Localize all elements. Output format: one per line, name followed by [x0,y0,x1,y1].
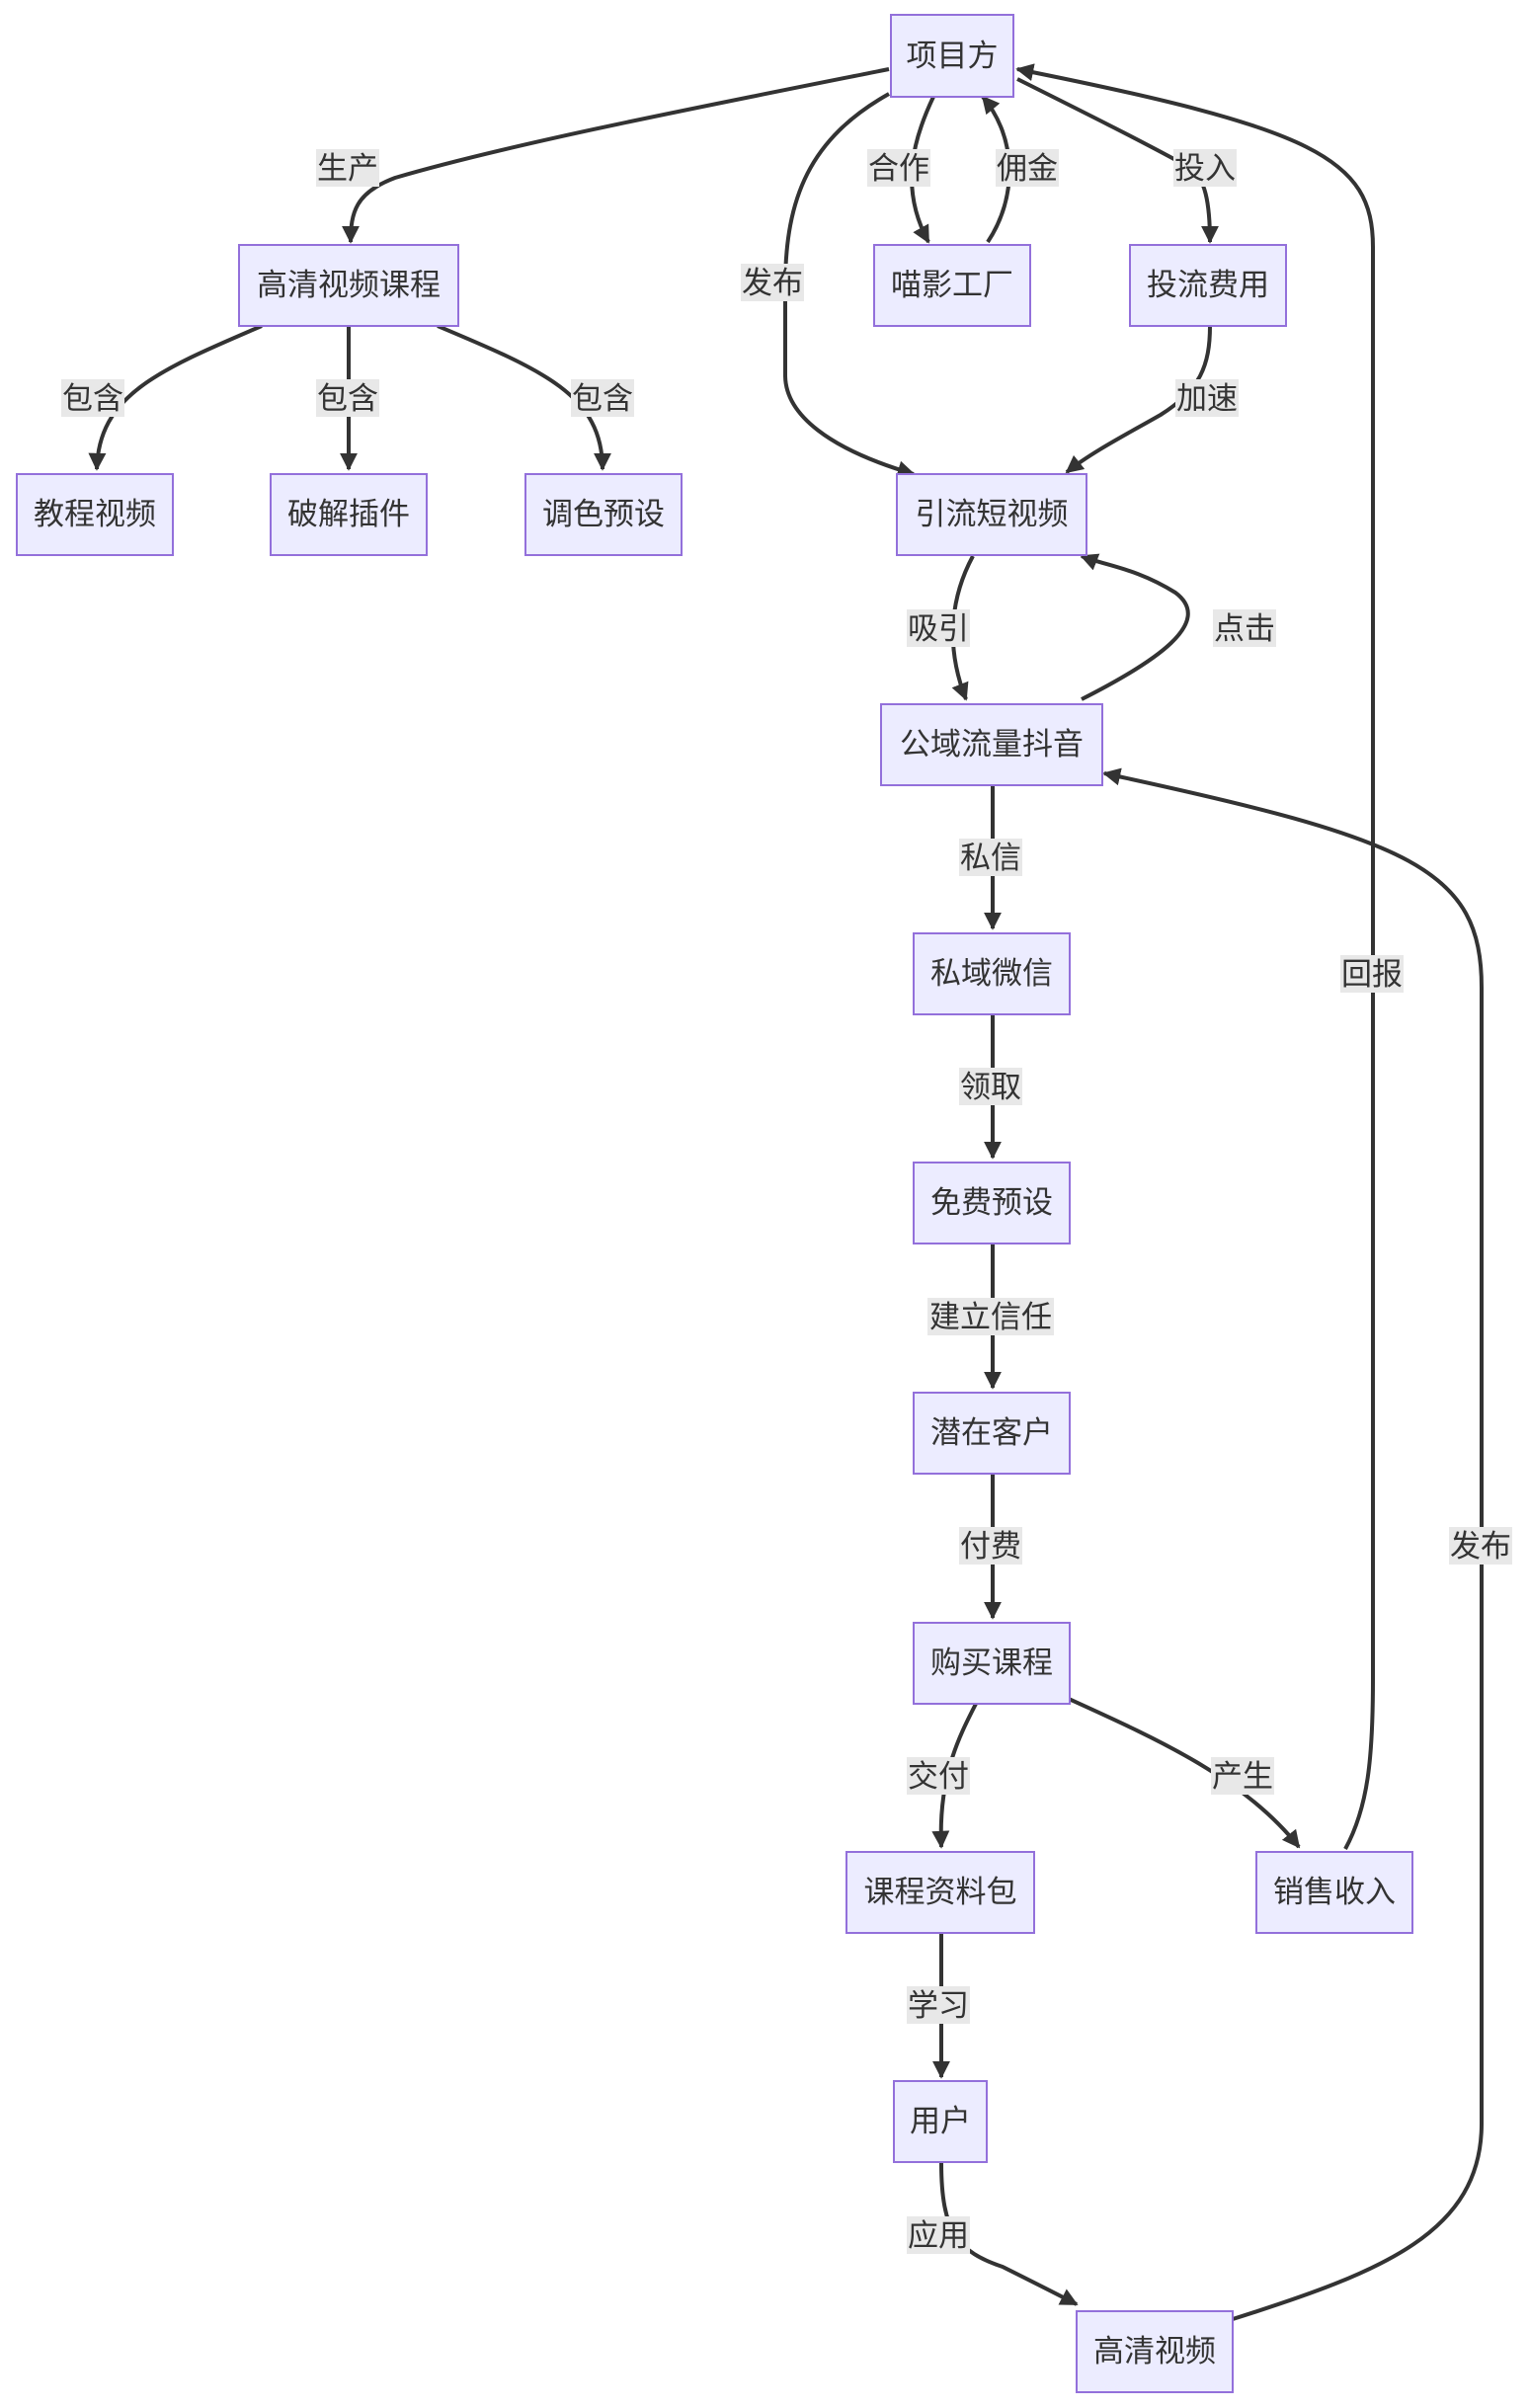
svg-text:产生: 产生 [1212,1759,1273,1795]
svg-text:投流费用: 投流费用 [1147,268,1269,303]
node-short-video: 引流短视频 [896,473,1087,556]
edge-label-commission: 佣金 [996,149,1059,187]
node-ad-cost: 投流费用 [1129,244,1287,327]
edge-label-accelerate: 加速 [1175,379,1239,417]
svg-text:购买课程: 购买课程 [930,1645,1053,1681]
edge-label-dm: 私信 [959,839,1022,876]
node-tutorial: 教程视频 [16,473,174,556]
svg-text:学习: 学习 [908,1988,969,2024]
edge-douyin-to-short-video [1080,553,1190,701]
edge-label-return: 回报 [1340,955,1404,993]
svg-text:付费: 付费 [960,1529,1021,1565]
svg-text:项目方: 项目方 [907,39,999,74]
edge-label-publish-hd: 发布 [1449,1527,1512,1565]
edge-buy-to-revenue [1068,1697,1301,1849]
node-wechat: 私域微信 [913,932,1071,1015]
edge-project-to-hd-course [342,67,890,244]
svg-text:引流短视频: 引流短视频 [916,497,1069,532]
node-user: 用户 [893,2080,988,2163]
svg-text:交付: 交付 [908,1759,969,1795]
svg-text:佣金: 佣金 [997,151,1058,187]
svg-text:应用: 应用 [908,2218,969,2254]
edge-ad-cost-to-short-video [1065,325,1212,474]
svg-text:免费预设: 免费预设 [930,1185,1053,1221]
edge-label-contain-tutorial: 包含 [61,379,124,417]
edge-label-generate: 产生 [1211,1757,1274,1795]
svg-text:用户: 用户 [910,2104,971,2139]
edge-label-learn: 学习 [907,1986,970,2024]
edge-label-invest: 投入 [1173,149,1237,187]
svg-text:课程资料包: 课程资料包 [864,1875,1017,1910]
svg-text:合作: 合作 [868,151,929,187]
svg-text:喵影工厂: 喵影工厂 [891,268,1013,303]
node-douyin: 公域流量抖音 [880,703,1103,786]
svg-text:包含: 包含 [572,381,633,417]
svg-text:投入: 投入 [1174,151,1236,187]
svg-text:发布: 发布 [1450,1529,1511,1565]
svg-text:破解插件: 破解插件 [287,497,410,532]
node-plugin: 破解插件 [270,473,428,556]
svg-text:教程视频: 教程视频 [34,497,156,532]
edge-hd-course-to-preset [437,324,611,471]
svg-text:吸引: 吸引 [908,611,969,647]
svg-text:销售收入: 销售收入 [1273,1875,1396,1910]
svg-text:发布: 发布 [742,266,803,301]
edge-label-cooperate: 合作 [867,149,930,187]
svg-text:建立信任: 建立信任 [929,1300,1052,1335]
edge-label-publish: 发布 [741,264,804,301]
edge-label-contain-plugin: 包含 [316,379,379,417]
svg-text:私信: 私信 [960,841,1021,876]
edge-hd-video-to-douyin [1102,767,1484,2321]
svg-text:私域微信: 私域微信 [930,956,1053,992]
svg-text:点击: 点击 [1214,611,1275,647]
node-preset: 调色预设 [524,473,683,556]
svg-text:调色预设: 调色预设 [542,497,665,532]
edge-hd-course-to-tutorial [88,324,263,471]
edge-label-trust: 建立信任 [927,1298,1054,1335]
node-buy-course: 购买课程 [913,1622,1071,1705]
edge-label-deliver: 交付 [907,1757,970,1795]
edge-label-apply: 应用 [907,2216,970,2254]
svg-text:生产: 生产 [317,151,378,187]
svg-text:回报: 回报 [1341,957,1403,993]
edge-revenue-to-project [1015,63,1375,1850]
edge-label-receive: 领取 [959,1068,1022,1105]
edge-user-to-hd-video [939,2162,1079,2306]
svg-text:公域流量抖音: 公域流量抖音 [900,727,1084,763]
node-free-preset: 免费预设 [913,1162,1071,1244]
edge-label-attract: 吸引 [907,609,970,647]
svg-text:高清视频: 高清视频 [1093,2334,1216,2369]
node-miaoying: 喵影工厂 [873,244,1031,327]
edge-label-click: 点击 [1213,609,1276,647]
node-hd-video: 高清视频 [1076,2310,1234,2393]
node-revenue: 销售收入 [1255,1851,1413,1934]
node-course-package: 课程资料包 [845,1851,1035,1934]
edge-label-pay: 付费 [959,1527,1022,1565]
svg-text:领取: 领取 [960,1070,1021,1105]
svg-text:包含: 包含 [317,381,378,417]
node-project: 项目方 [890,14,1014,98]
svg-text:加速: 加速 [1176,381,1238,417]
node-lead: 潜在客户 [913,1392,1071,1475]
svg-text:潜在客户: 潜在客户 [930,1415,1053,1451]
node-hd-course: 高清视频课程 [238,244,459,327]
edge-label-produce: 生产 [316,149,379,187]
svg-text:包含: 包含 [62,381,123,417]
edge-label-contain-preset: 包含 [571,379,634,417]
svg-text:高清视频课程: 高清视频课程 [257,268,441,303]
